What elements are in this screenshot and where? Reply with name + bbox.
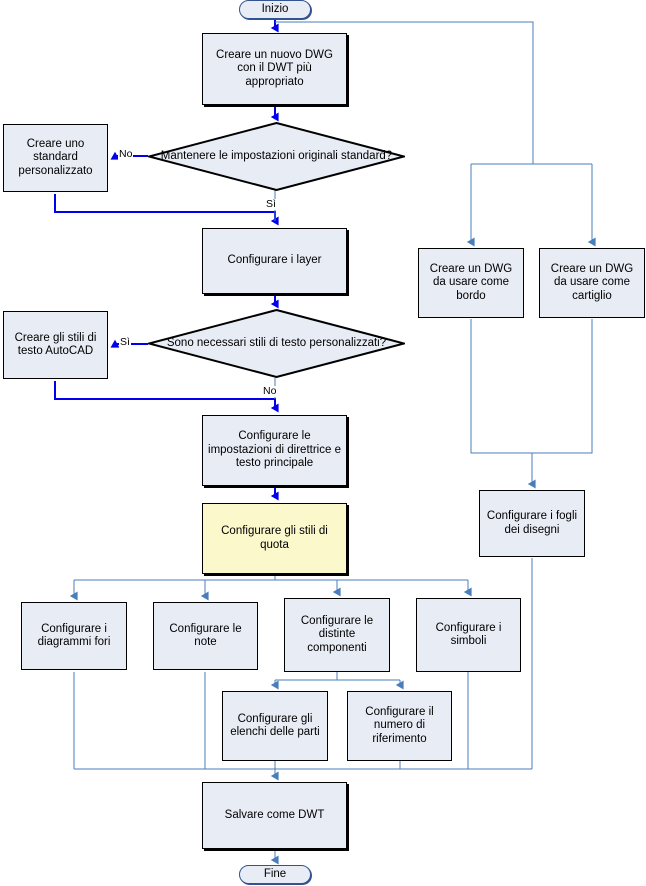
node-custom-standard[interactable]: Creare uno standard personalizzato (3, 124, 108, 192)
node-titleblock-dwg[interactable]: Creare un DWG da usare come cartiglio (539, 248, 645, 318)
edge-label-settings-no: No (118, 148, 134, 160)
decision-diamond-shape (148, 309, 405, 378)
decision-diamond-shape (148, 122, 405, 191)
node-new-dwg[interactable]: Creare un nuovo DWG con il DWT più appro… (202, 33, 347, 105)
node-config-layers-label: Configurare i layer (227, 254, 322, 267)
node-sheets[interactable]: Configurare i fogli dei disegni (479, 490, 585, 557)
node-save-dwt[interactable]: Salvare come DWT (202, 782, 347, 849)
node-hole-charts[interactable]: Configurare i diagrammi fori (21, 602, 127, 670)
node-sheets-label: Configurare i fogli dei disegni (486, 510, 578, 536)
node-titleblock-dwg-label: Creare un DWG da usare come cartiglio (550, 262, 634, 302)
node-border-dwg-label: Creare un DWG da usare come bordo (429, 262, 513, 302)
node-decision-text-styles-label: Sono necessari stili di testo personaliz… (166, 336, 387, 349)
node-end[interactable]: Fine (239, 865, 311, 884)
node-border-dwg[interactable]: Creare un DWG da usare come bordo (418, 248, 524, 318)
node-bom[interactable]: Configurare le distinte componenti (284, 598, 390, 672)
node-save-dwt-label: Salvare come DWT (224, 808, 325, 821)
node-start-label: Inizio (261, 2, 289, 15)
node-hole-charts-label: Configurare i diagrammi fori (37, 622, 111, 649)
node-notes[interactable]: Configurare le note (153, 602, 258, 670)
node-new-dwg-label: Creare un nuovo DWG con il DWT più appro… (216, 48, 333, 88)
edge-label-text-styles-no: No (262, 385, 278, 397)
node-parts-lists[interactable]: Configurare gli elenchi delle parti (222, 691, 328, 761)
node-end-label: Fine (263, 867, 287, 880)
node-symbols[interactable]: Configurare i simboli (416, 598, 521, 672)
edge-label-text-styles-yes: Sì (119, 336, 131, 348)
node-leader-main-text-label: Configurare le impostazioni di direttric… (208, 430, 341, 470)
node-start[interactable]: Inizio (239, 0, 311, 19)
node-leader-main-text[interactable]: Configurare le impostazioni di direttric… (202, 415, 347, 486)
node-parts-lists-label: Configurare gli elenchi delle parti (230, 712, 320, 739)
node-decision-settings-label: Mantenere le impostazioni originali stan… (160, 149, 393, 162)
node-custom-standard-label: Creare uno standard personalizzato (18, 137, 93, 177)
node-autocad-text-styles[interactable]: Creare gli stili di testo AutoCAD (3, 311, 108, 379)
node-decision-settings[interactable]: Mantenere le impostazioni originali stan… (148, 122, 405, 191)
node-symbols-label: Configurare i simboli (435, 621, 502, 648)
node-config-layers[interactable]: Configurare i layer (202, 228, 347, 294)
node-balloon-number[interactable]: Configurare il numero di riferimento (347, 691, 452, 761)
node-dimension-styles[interactable]: Configurare gli stili di quota (202, 503, 347, 574)
node-balloon-number-label: Configurare il numero di riferimento (365, 705, 434, 745)
node-autocad-text-styles-label: Creare gli stili di testo AutoCAD (14, 331, 97, 358)
node-decision-text-styles[interactable]: Sono necessari stili di testo personaliz… (148, 309, 405, 378)
edge-label-settings-yes: Sì (265, 198, 277, 210)
node-dimension-styles-label: Configurare gli stili di quota (221, 525, 328, 551)
node-bom-label: Configurare le distinte componenti (300, 614, 374, 654)
node-notes-label: Configurare le note (169, 622, 242, 649)
